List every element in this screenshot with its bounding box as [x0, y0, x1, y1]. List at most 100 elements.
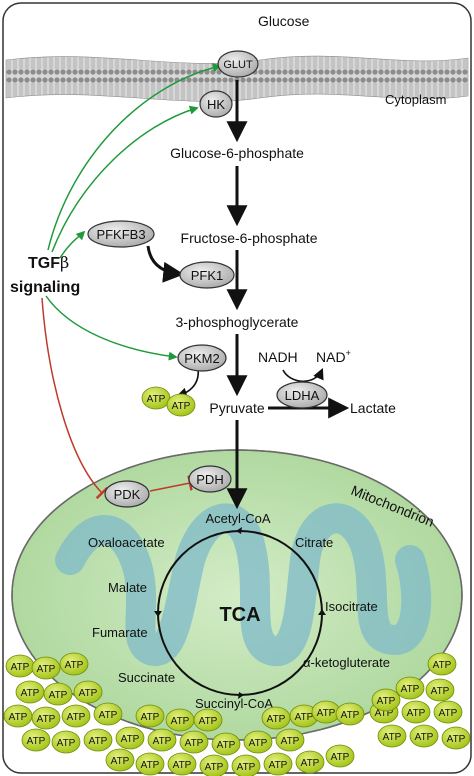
nad-label: NAD+: [316, 348, 351, 365]
atp-molecule: ATP: [166, 393, 196, 417]
atp-molecule: ATP: [199, 754, 229, 776]
atp-label: ATP: [172, 401, 191, 412]
alpha-ketoglutarate-label: α-ketogluterate: [303, 655, 390, 670]
lactate-label: Lactate: [350, 400, 396, 416]
atp-molecule: ATP: [105, 748, 135, 772]
atp-molecule: ATP: [3, 704, 33, 728]
atp-molecule: ATP: [115, 726, 145, 750]
tca-cycle-arrowhead: [238, 692, 244, 699]
atp-label: ATP: [49, 690, 68, 701]
atp-label: ATP: [199, 716, 218, 727]
atp-molecule: ATP: [243, 730, 273, 754]
citrate-label: Citrate: [295, 535, 333, 550]
atp-label: ATP: [281, 736, 300, 747]
atp-molecule: ATP: [275, 728, 305, 752]
fructose-6-phosphate-label: Fructose-6-phosphate: [181, 230, 318, 246]
atp-label: ATP: [401, 684, 420, 695]
enzyme-glut: GLUT: [217, 50, 259, 78]
atp-label: ATP: [237, 762, 256, 773]
atp-molecule: ATP: [167, 752, 197, 776]
tgf-label: TGFβ: [28, 253, 69, 272]
enzyme-pfkfb3: PFKFB3: [87, 220, 155, 248]
atp-molecule: ATP: [73, 680, 103, 704]
atp-label: ATP: [185, 738, 204, 749]
atp-label: ATP: [341, 710, 360, 721]
nadh-conversion-arrow: [282, 367, 324, 383]
enzyme-pkm2: PKM2: [177, 344, 227, 372]
atp-molecule: ATP: [5, 654, 35, 678]
malate-label: Malate: [108, 580, 147, 595]
3-phosphoglycerate-label: 3-phosphoglycerate: [176, 314, 299, 330]
fumarate-label: Fumarate: [92, 625, 148, 640]
atp-label: ATP: [79, 688, 98, 699]
atp-molecule: ATP: [61, 704, 91, 728]
atp-label: ATP: [317, 708, 336, 719]
atp-molecule: ATP: [193, 708, 223, 732]
atp-label: ATP: [249, 738, 268, 749]
pyruvate-label: Pyruvate: [209, 400, 264, 416]
atp-label: ATP: [173, 760, 192, 771]
atp-label: ATP: [11, 662, 30, 673]
atp-label: ATP: [141, 760, 160, 771]
enzyme-hk: HK: [199, 90, 233, 118]
atp-label: ATP: [99, 710, 118, 721]
pdh-label: PDH: [196, 472, 223, 487]
atp-label: ATP: [111, 756, 130, 767]
atp-molecule: ATP: [21, 728, 51, 752]
atp-label: ATP: [21, 688, 40, 699]
atp-molecule: ATP: [147, 728, 177, 752]
atp-molecule: ATP: [165, 708, 195, 732]
atp-label: ATP: [147, 394, 166, 405]
atp-molecule: ATP: [433, 700, 463, 724]
atp-molecule: ATP: [261, 706, 291, 730]
tca-cycle-arrowhead: [154, 611, 162, 617]
atp-molecule: ATP: [135, 704, 165, 728]
isocitrate-label: Isocitrate: [325, 599, 378, 614]
succinate-label: Succinate: [118, 670, 175, 685]
atp-molecule: ATP: [135, 752, 165, 776]
atp-label: ATP: [121, 734, 140, 745]
hk-label: HK: [207, 97, 225, 112]
atp-molecule: ATP: [43, 682, 73, 706]
atp-molecule: ATP: [31, 656, 61, 680]
atp-molecule: ATP: [335, 702, 365, 726]
nadh-label: NADH: [258, 349, 298, 365]
atp-molecule: ATP: [141, 386, 171, 410]
atp-label: ATP: [37, 664, 56, 675]
pfk1-label: PFK1: [191, 268, 224, 283]
atp-label: ATP: [295, 712, 314, 723]
enzyme-pdk: PDK: [104, 480, 150, 508]
mitochondrion: [11, 449, 463, 741]
plasma-membrane: [5, 55, 469, 102]
glucose-label: Glucose: [258, 13, 310, 29]
atp-label: ATP: [267, 714, 286, 725]
atp-molecule: ATP: [31, 706, 61, 730]
atp-molecule: ATP: [289, 704, 319, 728]
enzyme-ldha: LDHA: [276, 381, 328, 409]
glut-label: GLUT: [223, 59, 253, 71]
pdk-label: PDK: [114, 487, 141, 502]
tca-cycle-arrowhead: [318, 609, 326, 615]
atp-label: ATP: [431, 686, 450, 697]
enzyme-pfk1: PFK1: [179, 261, 235, 289]
atp-label: ATP: [171, 716, 190, 727]
atp-label: ATP: [27, 736, 46, 747]
tca-label: TCA: [219, 604, 260, 626]
atp-molecule: ATP: [311, 700, 341, 724]
atp-molecule: ATP: [83, 728, 113, 752]
cytoplasm-label: Cytoplasm: [385, 92, 446, 107]
succinyl-coa-label: Succinyl-CoA: [195, 696, 273, 711]
atp-molecule: ATP: [59, 652, 89, 676]
pfkfb3-to-pfk1-arrow: [146, 245, 185, 283]
atp-molecule: ATP: [401, 700, 431, 724]
tgf-activation-arrows: [45, 63, 222, 361]
atp-molecule: ATP: [263, 752, 293, 776]
acetyl-coa-label: Acetyl-CoA: [205, 511, 270, 526]
atp-molecule: ATP: [179, 730, 209, 754]
atp-molecule: ATP: [15, 680, 45, 704]
atp-label: ATP: [377, 696, 396, 707]
pkm2-label: PKM2: [184, 351, 219, 366]
